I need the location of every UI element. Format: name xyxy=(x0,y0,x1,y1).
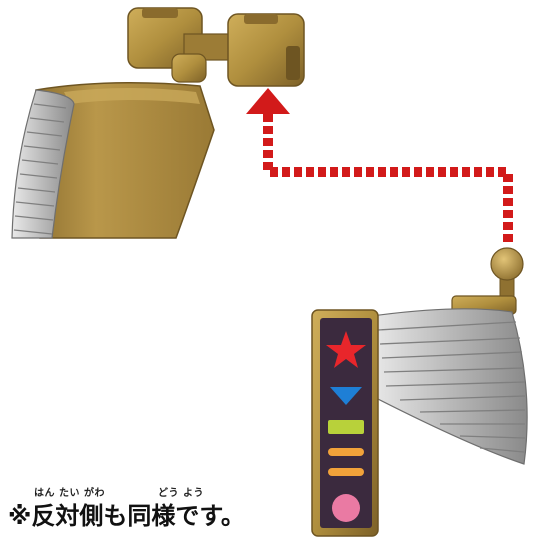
bottom-silver-fin xyxy=(371,308,528,465)
note-text: ※反対側も同様です。 xyxy=(8,502,245,530)
furigana-hantaigawa: はん たい がわ xyxy=(34,488,105,499)
star-icon xyxy=(326,331,366,368)
top-connector xyxy=(127,7,305,87)
dotted-arrow-icon xyxy=(246,88,513,242)
green-bar-icon xyxy=(328,420,364,434)
top-silver-fin xyxy=(11,89,75,239)
furigana-douyou: どう よう xyxy=(158,488,204,499)
orange-bar-icon xyxy=(328,448,364,456)
ball-joint xyxy=(451,247,524,315)
orange-pill-icon xyxy=(328,468,364,476)
bottom-armor-part xyxy=(311,247,528,537)
pink-circle-icon xyxy=(332,494,360,522)
top-armor-part xyxy=(11,7,305,239)
same-on-other-side-note: はん たい がわ どう よう ※反対側も同様です。 xyxy=(8,484,308,544)
triangle-down-icon xyxy=(330,387,362,405)
